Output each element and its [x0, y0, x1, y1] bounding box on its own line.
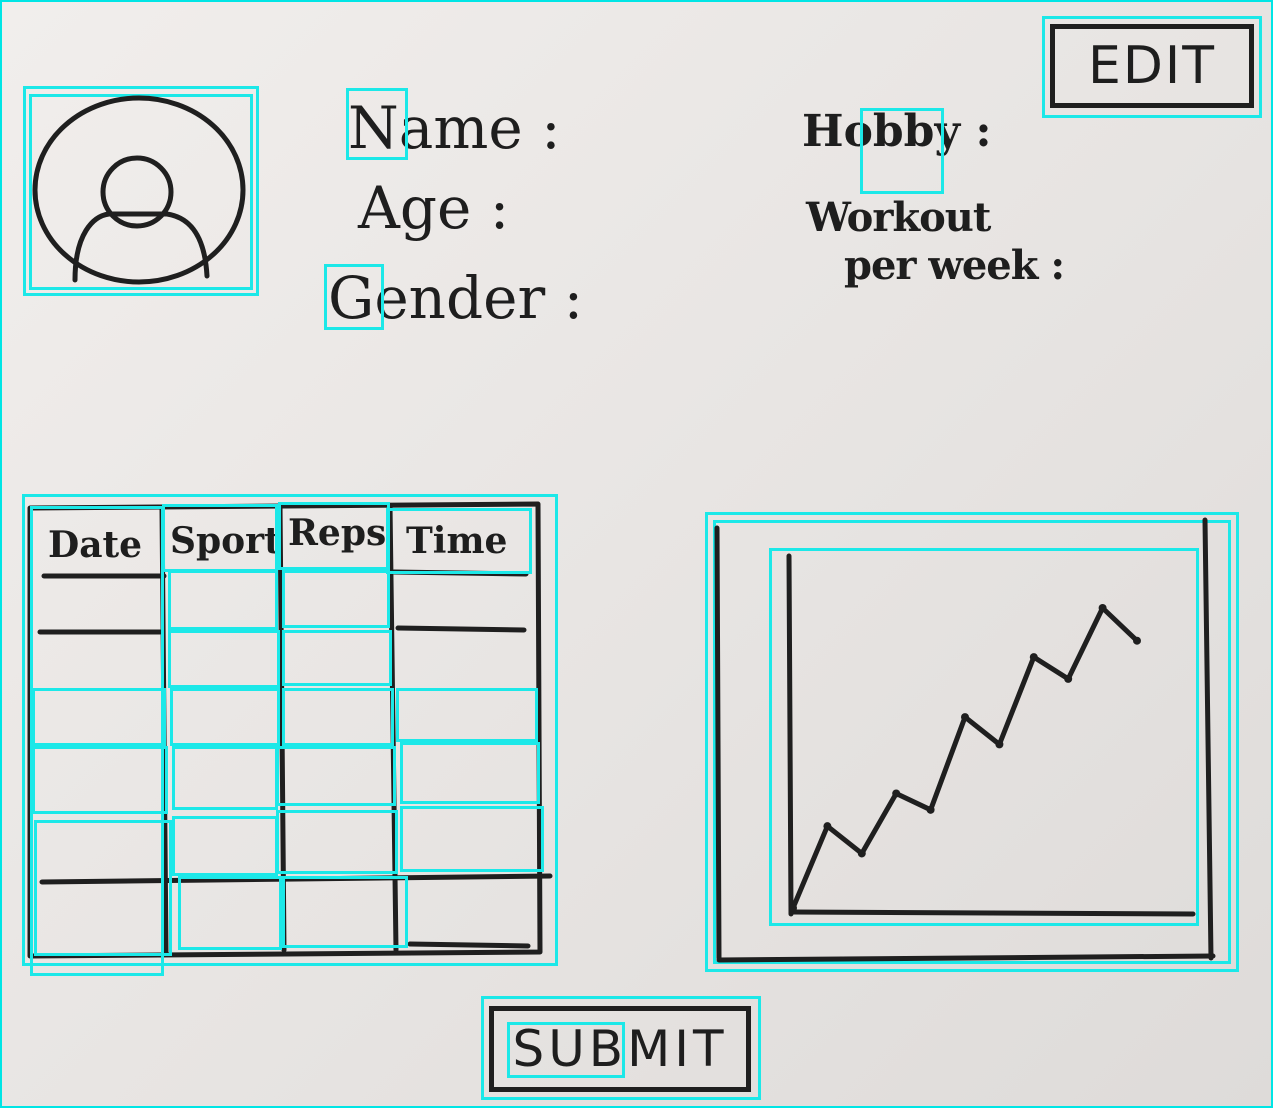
chart-frame-right	[1202, 517, 1214, 961]
chart-point	[789, 904, 797, 912]
chart-point	[1029, 653, 1038, 662]
table-cell[interactable]	[32, 688, 166, 746]
table-cell[interactable]	[168, 570, 278, 630]
workout-table: Date Sport Reps Time	[22, 494, 558, 976]
table-cell[interactable]	[276, 810, 398, 874]
table-cell[interactable]	[178, 876, 282, 950]
chart-point	[823, 822, 832, 831]
table-cell[interactable]	[282, 570, 390, 628]
per-week-label: per week :	[844, 242, 1065, 289]
chart-point	[1098, 604, 1107, 612]
chart-point	[995, 740, 1004, 749]
column-header-sport: Sport	[170, 520, 281, 562]
table-column-date	[30, 506, 164, 976]
avatar[interactable]	[29, 94, 253, 290]
chart-point	[892, 789, 901, 798]
submit-button[interactable]: SUBMIT	[489, 1006, 751, 1092]
user-icon	[32, 95, 246, 285]
name-label: Name :	[348, 94, 561, 162]
chart-point	[857, 849, 866, 858]
chart-point	[1133, 636, 1141, 645]
chart-point	[1064, 674, 1073, 683]
chart-frame-left	[714, 525, 722, 961]
column-header-time: Time	[406, 520, 508, 562]
chart-svg	[714, 517, 1216, 963]
gender-label: Gender :	[328, 264, 584, 332]
chart-series-line	[790, 605, 1140, 911]
table-cell[interactable]	[282, 688, 394, 746]
hobby-label: Hobby :	[802, 106, 992, 157]
table-cell[interactable]	[172, 746, 278, 810]
table-cell[interactable]	[172, 816, 278, 876]
age-label: Age :	[358, 174, 510, 242]
table-cell[interactable]	[34, 820, 172, 956]
table-cell[interactable]	[400, 742, 540, 804]
column-header-reps: Reps	[288, 512, 387, 554]
chart-point	[961, 713, 969, 722]
chart-point	[926, 805, 935, 814]
column-header-date: Date	[48, 524, 143, 566]
table-cell[interactable]	[276, 746, 396, 806]
chart-y-axis	[786, 553, 794, 917]
table-cell[interactable]	[170, 688, 280, 746]
chart-frame-bottom	[716, 953, 1216, 963]
progress-chart	[705, 512, 1239, 972]
table-cell[interactable]	[282, 630, 392, 686]
chart-x-axis	[788, 909, 1196, 917]
table-cell[interactable]	[400, 806, 544, 872]
workout-label: Workout	[806, 194, 991, 241]
table-cell[interactable]	[396, 688, 538, 742]
edit-button[interactable]: EDIT	[1050, 24, 1254, 108]
table-cell[interactable]	[168, 630, 280, 688]
table-cell[interactable]	[32, 746, 168, 814]
table-cell[interactable]	[282, 876, 408, 948]
